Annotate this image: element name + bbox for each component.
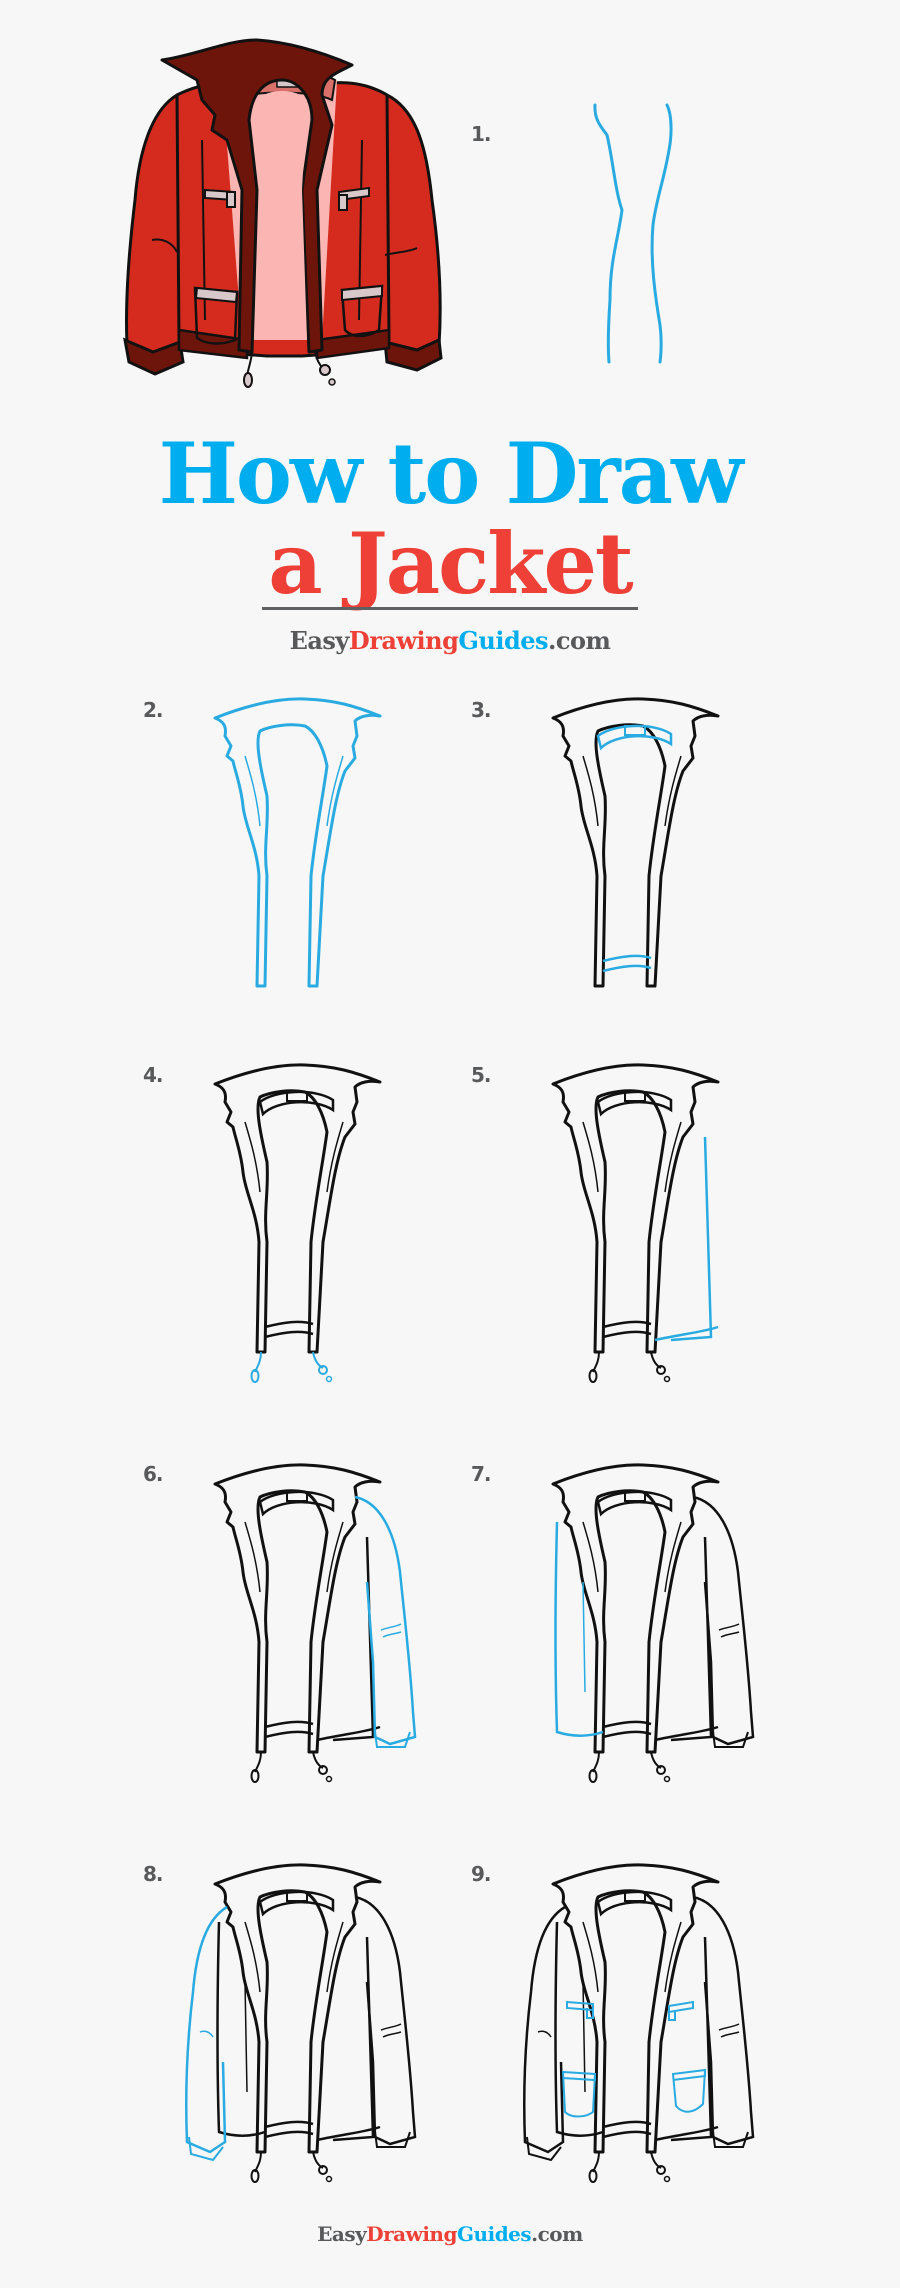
step-9-label: 9. [471, 1862, 491, 1886]
step-1-drawing [593, 103, 673, 364]
step-2-drawing [213, 697, 382, 988]
brand-easy: Easy [289, 626, 350, 655]
step-7-drawing [551, 1463, 755, 1783]
step-7-label: 7. [471, 1462, 491, 1486]
step-4-label: 4. [143, 1063, 163, 1087]
step-8-label: 8. [143, 1862, 163, 1886]
step-8-drawing [185, 1863, 417, 2183]
step-3-label: 3. [471, 698, 491, 722]
step-5-drawing [551, 1063, 720, 1383]
brand-drawing: Drawing [366, 2222, 457, 2246]
step-4-drawing [213, 1063, 382, 1383]
brand-drawing: Drawing [348, 626, 459, 655]
title-line-1: How to Draw [158, 424, 744, 523]
step-5-label: 5. [471, 1063, 491, 1087]
step-1-label: 1. [471, 122, 491, 146]
brand-com: .com [548, 626, 611, 655]
brand-com: .com [531, 2222, 583, 2246]
brand-logo-top: EasyDrawingGuides.com [0, 626, 900, 655]
hero-jacket-illustration [123, 38, 443, 388]
brand-guides: Guides [456, 2222, 532, 2246]
step-2-label: 2. [143, 698, 163, 722]
brand-logo-bottom: EasyDrawingGuides.com [0, 2222, 900, 2246]
title-underline [262, 607, 638, 610]
brand-easy: Easy [317, 2222, 367, 2246]
step-9-drawing [523, 1863, 755, 2183]
title-line-2: a Jacket [268, 514, 633, 613]
step-6-label: 6. [143, 1462, 163, 1486]
brand-guides: Guides [458, 626, 549, 655]
step-6-drawing [213, 1463, 417, 1783]
step-3-drawing [551, 697, 720, 988]
